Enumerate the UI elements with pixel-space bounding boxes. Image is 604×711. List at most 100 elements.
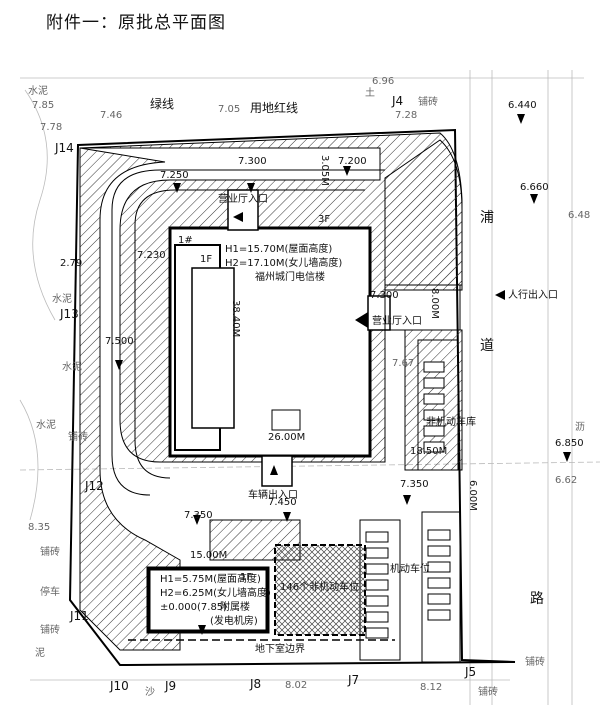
text-cement-2: 水泥 <box>52 292 72 305</box>
label-main-building: 福州城门电信楼 <box>255 270 325 283</box>
label-entrance-right: 营业厅入口 <box>372 314 422 327</box>
parking-bottom <box>359 511 461 663</box>
elev-6: 7.300 <box>370 290 399 301</box>
elev-20: 2.79 <box>60 258 82 269</box>
label-entrance-top: 营业厅入口 <box>218 192 268 205</box>
main-building-core <box>191 267 235 429</box>
elev-24: 8.02 <box>285 680 307 691</box>
label-1-hash: 1# <box>178 235 193 246</box>
dim-18: 18.50M <box>410 446 447 457</box>
elev-17: 7.46 <box>100 110 122 121</box>
dim-8: 8.00M <box>429 288 440 319</box>
entrance-top <box>227 189 259 231</box>
dim-38: 38.40M <box>230 300 241 337</box>
elev-3: 7.200 <box>338 156 367 167</box>
elev-21: 7.67 <box>392 358 414 369</box>
dim-15: 15.00M <box>190 550 227 561</box>
elev-22: 6.62 <box>555 475 577 486</box>
stair-box <box>271 409 301 431</box>
elev-8: 7.350 <box>184 510 213 521</box>
internal-road-inner <box>134 189 365 479</box>
label-motor-parking: 机动车位 <box>390 562 430 575</box>
point-j10: J10 <box>109 679 129 693</box>
point-j14: J14 <box>54 141 74 155</box>
elev-25: 8.12 <box>420 682 442 693</box>
label-road-3: 路 <box>530 591 544 607</box>
site-boundary <box>68 128 516 667</box>
label-1f-a: 1F <box>200 254 212 265</box>
text-stop: 停车 <box>40 585 60 598</box>
text-cement-4: 水泥 <box>36 418 56 431</box>
label-nonmotor-count: 146个非机动车位 <box>280 580 359 593</box>
text-tu: 土 <box>365 86 375 99</box>
label-red-line: 用地红线 <box>250 100 298 115</box>
label-3f: 3F <box>318 214 330 225</box>
dim-26: 26.00M <box>268 432 305 443</box>
elev-5: 7.500 <box>105 336 134 347</box>
point-j12: J12 <box>84 479 104 493</box>
elev-23: 6.48 <box>568 210 590 221</box>
text-yu: 沥 <box>575 421 585 433</box>
background-survey <box>19 70 601 705</box>
label-underground: 地下室边界 <box>255 642 305 655</box>
elev-13: 7.05 <box>218 104 240 115</box>
elev-9: 7.350 <box>400 479 429 490</box>
text-brick-5: 铺砖 <box>525 655 545 668</box>
aux-building <box>146 566 270 634</box>
text-brick-4: 铺砖 <box>418 95 438 108</box>
label-green-line: 绿线 <box>150 96 174 111</box>
flow-arrows <box>115 114 571 635</box>
elev-10: 6.440 <box>508 100 537 111</box>
dim-3: 3.05M <box>319 155 330 186</box>
text-brick-1: 铺砖 <box>68 430 88 443</box>
elev-4: 7.230 <box>137 250 166 261</box>
elev-7: 7.450 <box>268 497 297 508</box>
dim-6: 6.00M <box>467 480 478 511</box>
elev-16: 7.78 <box>40 122 62 133</box>
label-aux-floor: 1F <box>240 572 252 583</box>
text-sand: 沙 <box>145 686 155 698</box>
label-aux-name: 附属楼 <box>220 600 250 613</box>
page-caption: 附件一：原批总平面图 <box>46 13 226 33</box>
text-cement-1: 水泥 <box>28 84 48 97</box>
label-aux-sub: (发电机房) <box>210 614 258 627</box>
parking-right <box>417 339 459 471</box>
point-j8: J8 <box>249 677 261 691</box>
elev-14: 6.96 <box>372 76 394 87</box>
point-j7: J7 <box>347 673 359 687</box>
label-aux-level: ±0.000(7.85) <box>160 602 227 613</box>
text-cement-3: 水泥 <box>62 360 82 373</box>
point-j4: J4 <box>391 94 403 108</box>
elev-2: 7.300 <box>238 156 267 167</box>
point-j5: J5 <box>464 665 476 679</box>
label-pedestrian: 人行出入口 <box>508 288 558 301</box>
aux-building-inner <box>149 569 267 631</box>
elev-15: 7.85 <box>32 100 54 111</box>
elev-18: 8.35 <box>28 522 50 533</box>
label-main-h2: H2=17.10M(女儿墙高度) <box>225 256 342 269</box>
link-corridor <box>384 284 461 331</box>
label-aux-h2: H2=6.25M(女儿墙高度) <box>160 586 271 599</box>
label-main-h1: H1=15.70M(屋面高度) <box>225 242 332 255</box>
text-cement-5: 泥 <box>35 646 45 659</box>
elev-1: 7.250 <box>160 170 189 181</box>
elev-19: 7.28 <box>395 110 417 121</box>
nonmotor-garage <box>274 544 366 636</box>
point-j9: J9 <box>164 679 176 693</box>
text-brick-2: 铺砖 <box>40 545 60 558</box>
entrance-bottom <box>261 455 293 487</box>
point-j11: J11 <box>69 609 89 623</box>
label-road-1: 浦 <box>480 210 494 226</box>
text-brick-6: 铺砖 <box>478 685 498 698</box>
green-belt-right <box>384 139 463 286</box>
elev-11: 6.660 <box>520 182 549 193</box>
text-brick-3: 铺砖 <box>40 623 60 636</box>
internal-road <box>111 169 385 496</box>
label-aux-h1: H1=5.75M(屋面高度) <box>160 572 261 585</box>
elev-12: 6.850 <box>555 438 584 449</box>
label-vehicle-exit: 车辆出入口 <box>248 488 298 501</box>
point-j13: J13 <box>59 307 79 321</box>
label-road-2: 道 <box>480 338 494 354</box>
label-nonmotor-right: 非机动车库 <box>426 415 476 428</box>
